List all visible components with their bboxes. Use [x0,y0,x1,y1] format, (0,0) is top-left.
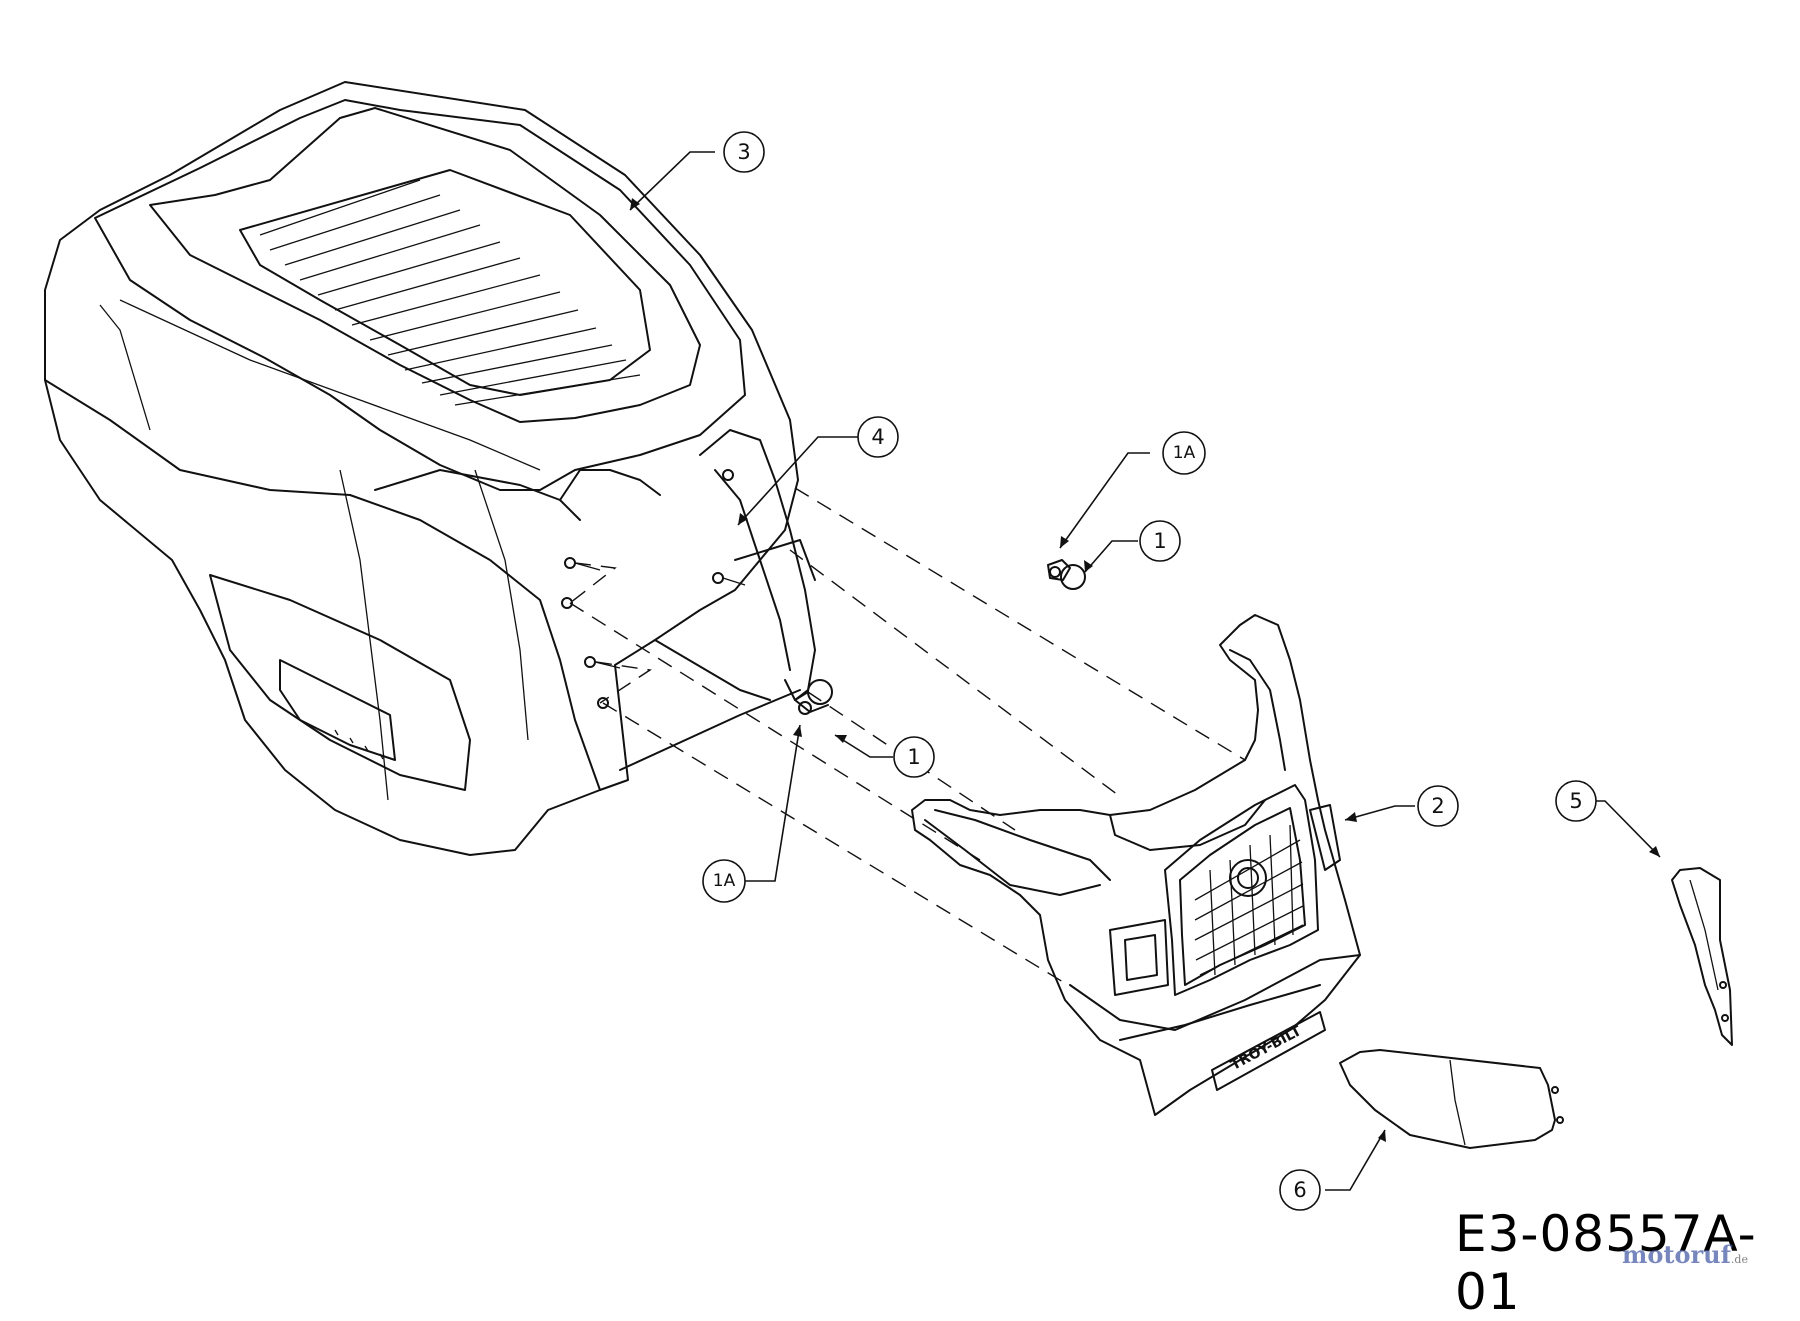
callout-1-mid: 1 [893,736,935,778]
callout-1-top: 1 [1139,520,1181,562]
callout-label: 5 [1569,789,1582,813]
callout-2: 2 [1417,785,1459,827]
watermark-logo: motoruf.de [1622,1240,1748,1269]
hood-part [44,81,816,856]
grille-part: TROY-BILT [911,614,1361,1116]
callout-1a-top: 1A [1162,431,1206,475]
callout-label: 3 [737,140,750,164]
callout-label: 1 [907,745,920,769]
hood-bolts [561,469,746,709]
callout-label: 6 [1293,1178,1306,1202]
callout-4: 4 [857,416,899,458]
callout-5: 5 [1555,780,1597,822]
lower-trim-part [1339,1049,1564,1149]
leader-lines [629,151,1661,1191]
parts-diagram: TROY-BILT 3 [44,81,1733,1211]
watermark-text: motoruf [1622,1240,1731,1269]
leader-arrowheads [630,198,1660,1142]
callout-label: 1 [1153,529,1166,553]
side-trim-part [1671,867,1733,1046]
clip-1-mid [794,679,833,715]
assembly-lines [569,487,1246,986]
callout-label: 1A [713,871,736,891]
callout-1a-bottom: 1A [702,859,746,903]
callout-6: 6 [1279,1169,1321,1211]
clip-1-upper [1047,559,1086,590]
callout-label: 2 [1431,794,1444,818]
callout-label: 1A [1173,443,1196,463]
watermark-suffix: .de [1730,1253,1748,1266]
callout-3: 3 [723,131,765,173]
callout-label: 4 [871,425,884,449]
